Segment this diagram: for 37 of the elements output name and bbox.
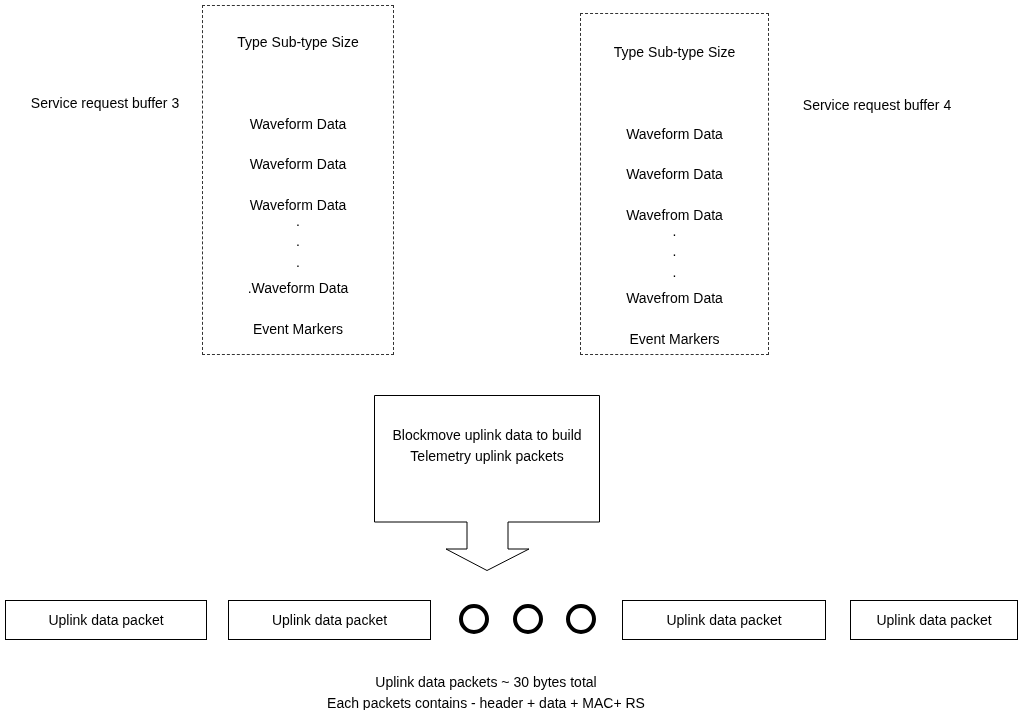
field-label: Event Markers bbox=[251, 320, 345, 339]
field-label: Wavefrom Data bbox=[625, 289, 724, 308]
packet-box bbox=[622, 600, 826, 640]
field-label: Waveform Data bbox=[248, 196, 348, 215]
field-label: Waveform Data bbox=[625, 125, 724, 144]
ellipsis-dot: . bbox=[671, 222, 678, 241]
ellipsis-dot: . bbox=[295, 212, 301, 231]
field-list: Type Sub-type Size bbox=[203, 32, 393, 53]
packet-box bbox=[228, 600, 431, 640]
packet-box bbox=[850, 600, 1018, 640]
buffer-box bbox=[202, 5, 394, 355]
ellipsis-circle bbox=[513, 604, 543, 634]
field-label: Waveform Data bbox=[248, 155, 348, 174]
ellipsis-circle bbox=[566, 604, 596, 634]
ellipsis-dot: . bbox=[295, 253, 301, 272]
ellipsis-dot: . bbox=[671, 242, 678, 261]
packet-box bbox=[5, 600, 207, 640]
packet-label: Uplink data packet bbox=[665, 611, 783, 630]
process-label: Blockmove uplink data to build Telemetry uplink packets bbox=[391, 426, 583, 466]
packet-label: Uplink data packet bbox=[270, 611, 389, 630]
note-text: Uplink data packets ~ 30 bytes total bbox=[374, 673, 598, 692]
packet-label: Uplink data packet bbox=[47, 611, 165, 630]
note-text: Each packets contains - header + data + MAC+ RS bbox=[326, 694, 646, 710]
ellipsis-dot: . bbox=[671, 263, 678, 282]
ellipsis-dot: . bbox=[295, 232, 301, 251]
buffer-caption: Service request buffer 4 bbox=[801, 96, 953, 115]
field-label: Waveform Data bbox=[625, 165, 724, 184]
callout-arrow-box bbox=[374, 395, 600, 571]
field-label: .Waveform Data bbox=[246, 279, 350, 298]
buffer-box bbox=[580, 13, 769, 355]
buffer-caption: Service request buffer 3 bbox=[29, 94, 181, 113]
packet-label: Uplink data packet bbox=[875, 611, 993, 630]
field-list: Type Sub-type Size bbox=[581, 42, 768, 63]
field-label: Event Markers bbox=[628, 330, 721, 349]
field-label: Wavefrom Data bbox=[625, 206, 724, 225]
ellipsis-circle bbox=[459, 604, 489, 634]
field-label: Waveform Data bbox=[248, 115, 348, 134]
